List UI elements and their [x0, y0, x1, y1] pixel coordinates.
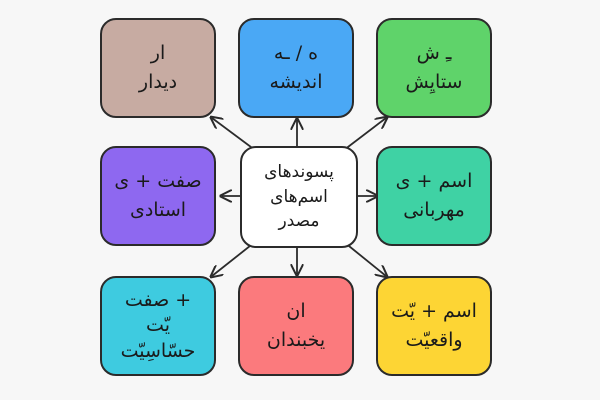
- center-box: پسوندهای اسم‌های مصدر: [240, 146, 358, 248]
- box-esm-i-example: مهربانی: [403, 199, 465, 221]
- box-sefat-iyat-example: حسّاسِیّت: [120, 339, 196, 362]
- box-esh-suffix: ـِ ش: [416, 41, 452, 64]
- box-sefat-iyat-line-2: یّت: [146, 314, 170, 337]
- center-line-1: پسوندهای: [264, 162, 334, 183]
- box-esm-i: اسم + ی مهربانی: [376, 146, 492, 246]
- box-esh-example: ستایِش: [405, 71, 463, 93]
- arrow-to-sefat-iyat: [212, 241, 256, 276]
- box-an-suffix: ان: [286, 299, 306, 322]
- box-sefat-iyat: + صفت یّت حسّاسِیّت: [100, 276, 216, 376]
- arrow-to-esm-iyat: [343, 241, 386, 276]
- box-esh: ـِ ش ستایِش: [376, 18, 492, 118]
- box-esm-iyat: اسم + یّت واقعیّت: [376, 276, 492, 376]
- box-esm-i-suffix: اسم + ی: [395, 169, 473, 192]
- box-an: ان یخبندان: [238, 276, 354, 376]
- center-line-3: مصدر: [278, 211, 320, 232]
- box-he: ه / ـه اندیشه: [238, 18, 354, 118]
- box-sefat-i: صفت + ی استادی: [100, 146, 216, 246]
- box-esm-iyat-suffix: اسم + یّت: [391, 299, 477, 322]
- center-line-2: اسم‌های: [270, 186, 328, 207]
- box-he-example: اندیشه: [269, 71, 323, 93]
- box-an-example: یخبندان: [266, 329, 326, 351]
- arrow-to-esh: [343, 118, 386, 151]
- box-ar: ار دیدار: [100, 18, 216, 118]
- box-sefat-iyat-line-1: + صفت: [124, 288, 192, 311]
- box-esm-iyat-example: واقعیّت: [405, 329, 463, 351]
- box-sefat-i-suffix: صفت + ی: [114, 169, 202, 192]
- arrow-to-ar: [212, 118, 256, 151]
- box-ar-example: دیدار: [138, 71, 178, 93]
- box-he-suffix: ه / ـه: [273, 41, 319, 64]
- box-ar-suffix: ار: [150, 41, 166, 64]
- box-sefat-i-example: استادی: [129, 199, 187, 221]
